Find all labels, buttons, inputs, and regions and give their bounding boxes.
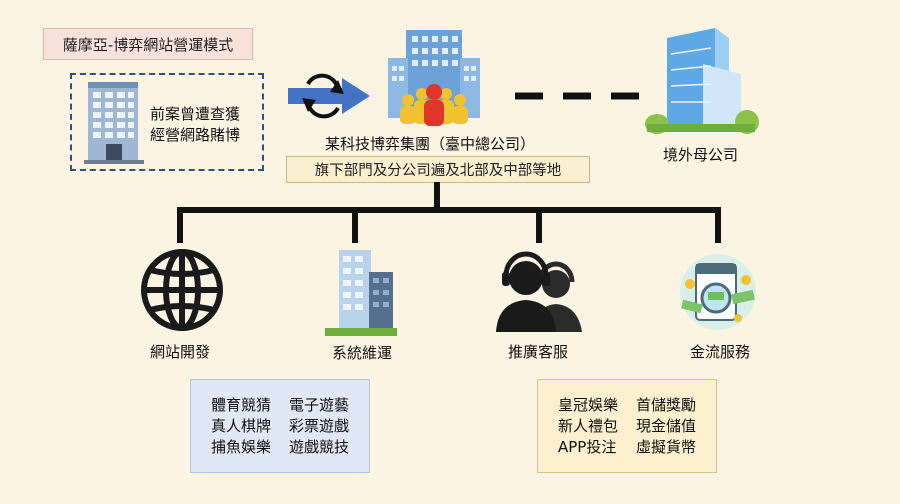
list-item: 遊戲競技	[289, 437, 350, 456]
list-item: 現金儲值	[636, 416, 697, 435]
globe-icon	[141, 249, 223, 331]
tree-trunk-line	[434, 182, 440, 210]
group-name: 某科技博弈集團（臺中總公司）	[325, 135, 536, 153]
list-item: 首儲獎勵	[636, 395, 697, 414]
cycle-arrow-icon	[288, 73, 370, 119]
dashed-connector	[515, 92, 643, 100]
page-title: 薩摩亞-博弈網站營運模式	[43, 28, 253, 60]
branch-line	[715, 207, 721, 243]
game-categories-box: 體育競猜 電子遊藝 真人棋牌 彩票遊戲 捕魚娛樂 遊戲競技	[190, 379, 370, 473]
department-label-customer-service: 推廣客服	[508, 343, 569, 361]
branch-line	[536, 207, 542, 243]
list-item: 彩票遊戲	[289, 416, 350, 435]
list-item: APP投注	[557, 437, 617, 456]
list-item: 新人禮包	[557, 416, 618, 435]
building-icon	[84, 82, 144, 164]
office-building-icon	[325, 250, 397, 336]
department-label-cash-flow: 金流服務	[690, 343, 751, 361]
department-label-website: 網站開發	[150, 343, 211, 361]
list-item: 真人棋牌	[210, 416, 271, 435]
list-item: 體育競猜	[210, 395, 271, 414]
group-headquarters-icon	[388, 30, 480, 126]
tower-building-icon	[645, 28, 759, 134]
parent-company-label: 境外母公司	[663, 146, 739, 164]
customer-service-headset-icon	[496, 251, 582, 332]
promotions-box: 皇冠娛樂 首儲獎勵 新人禮包 現金儲值 APP投注 虛擬貨幣	[537, 379, 717, 473]
list-item: 皇冠娛樂	[557, 395, 618, 414]
branch-line	[177, 207, 183, 243]
group-subsidiaries-note: 旗下部門及分公司遍及北部及中部等地	[286, 156, 590, 183]
branch-line	[352, 207, 358, 243]
tree-horizontal-line	[177, 207, 721, 213]
list-item: 捕魚娛樂	[210, 437, 271, 456]
money-laundering-icon	[680, 254, 756, 330]
list-item: 虛擬貨幣	[636, 437, 697, 456]
list-item: 電子遊藝	[289, 395, 350, 414]
department-label-operations: 系統維運	[332, 344, 393, 362]
prior-case-note: 前案曾遭查獲 經營網路賭博	[150, 105, 241, 144]
